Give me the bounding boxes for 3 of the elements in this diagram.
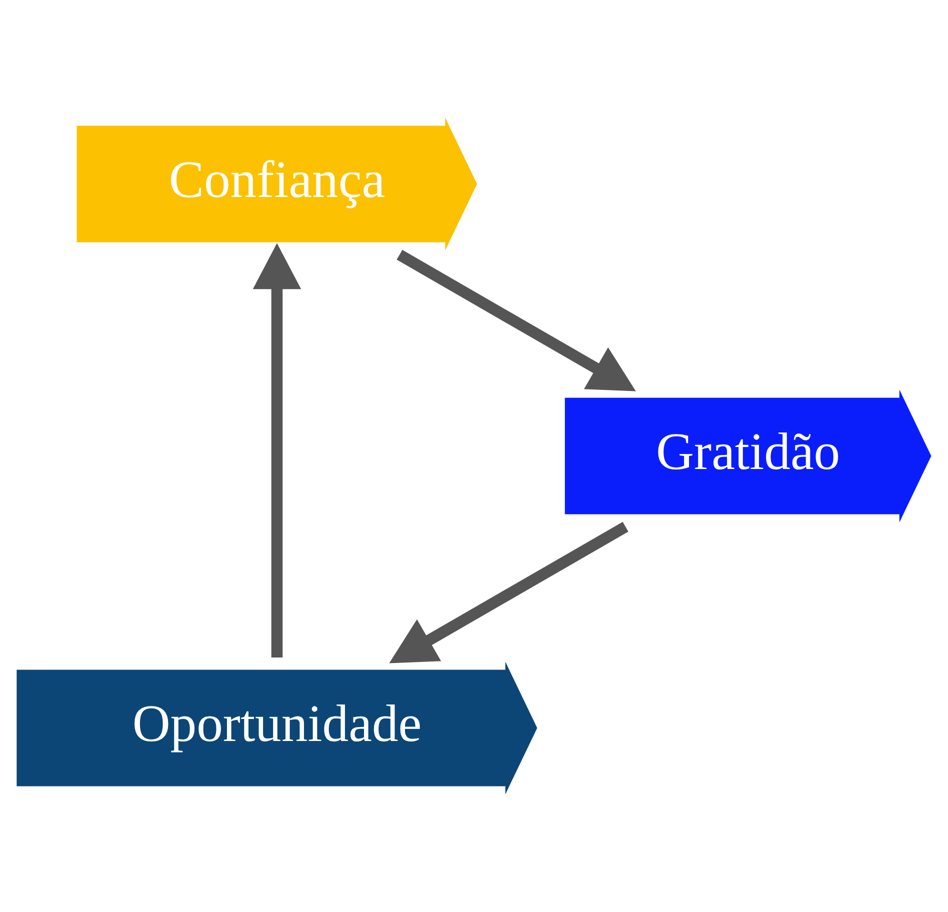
arrow [252, 243, 302, 658]
arrow [396, 250, 636, 392]
arrow [389, 522, 628, 664]
